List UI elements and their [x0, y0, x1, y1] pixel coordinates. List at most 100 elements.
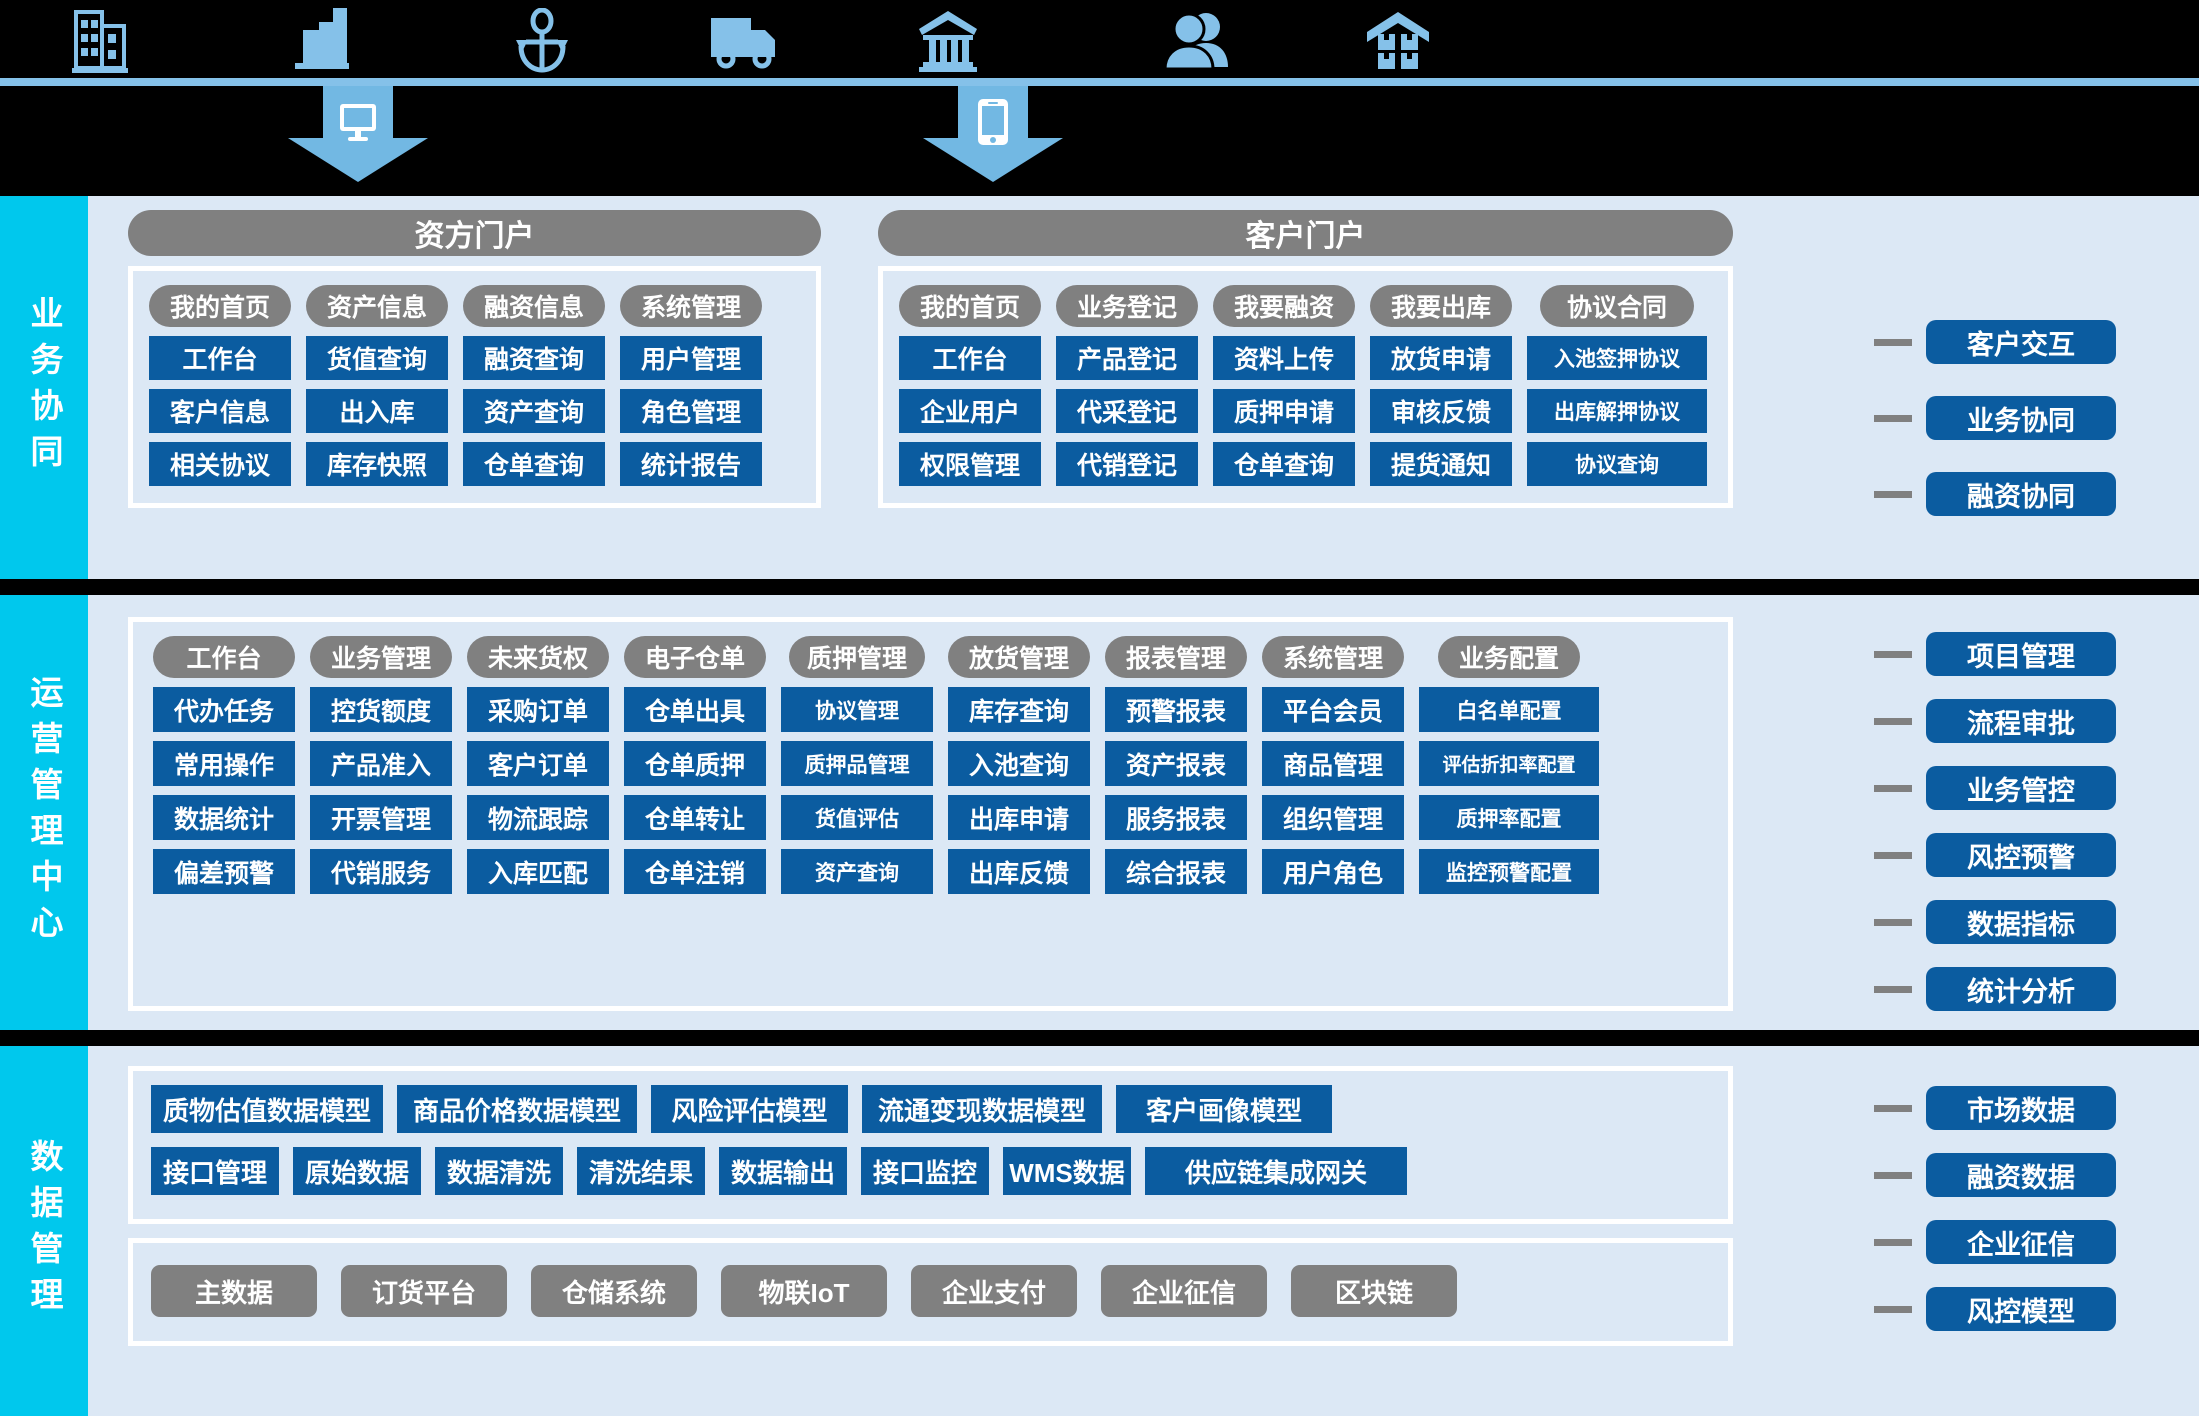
rail-item-process-approval[interactable]: 流程审批 — [1874, 699, 2116, 743]
rail-label[interactable]: 业务管控 — [1926, 766, 2116, 810]
rail-item-data-indicators[interactable]: 数据指标 — [1874, 900, 2116, 944]
column-head[interactable]: 融资信息 — [463, 285, 605, 327]
tile-item[interactable]: 监控预警配置 — [1419, 849, 1599, 894]
tile-item[interactable]: 代办任务 — [153, 687, 295, 732]
tile-item[interactable]: 资料上传 — [1213, 336, 1355, 380]
rail-label[interactable]: 统计分析 — [1926, 967, 2116, 1011]
tile-item[interactable]: 货值查询 — [306, 336, 448, 380]
tile-item[interactable]: 代采登记 — [1056, 389, 1198, 433]
rail-item-business-control[interactable]: 业务管控 — [1874, 766, 2116, 810]
column-head[interactable]: 系统管理 — [1262, 636, 1404, 678]
tile-item[interactable]: 角色管理 — [620, 389, 762, 433]
data-model-tile[interactable]: 商品价格数据模型 — [397, 1085, 637, 1133]
column-head[interactable]: 报表管理 — [1105, 636, 1247, 678]
tile-item[interactable]: 综合报表 — [1105, 849, 1247, 894]
column-head[interactable]: 资产信息 — [306, 285, 448, 327]
rail-label[interactable]: 融资协同 — [1926, 472, 2116, 516]
tile-item[interactable]: 产品登记 — [1056, 336, 1198, 380]
data-model-tile[interactable]: 质物估值数据模型 — [151, 1085, 383, 1133]
tile-item[interactable]: 入池签押协议 — [1527, 336, 1707, 380]
tile-item[interactable]: 仓单质押 — [624, 741, 766, 786]
tile-item[interactable]: 工作台 — [899, 336, 1041, 380]
rail-item-enterprise-credit[interactable]: 企业征信 — [1874, 1220, 2116, 1264]
tile-item[interactable]: 库存查询 — [948, 687, 1090, 732]
tile-item[interactable]: 代销服务 — [310, 849, 452, 894]
rail-item-customer-interaction[interactable]: 客户交互 — [1874, 320, 2116, 364]
tile-item[interactable]: 控货额度 — [310, 687, 452, 732]
column-head[interactable]: 我的首页 — [149, 285, 291, 327]
tile-item[interactable]: 采购订单 — [467, 687, 609, 732]
tile-item[interactable]: 仓单查询 — [463, 442, 605, 486]
rail-label[interactable]: 风控模型 — [1926, 1287, 2116, 1331]
tile-item[interactable]: 放货申请 — [1370, 336, 1512, 380]
rail-item-business-collaboration[interactable]: 业务协同 — [1874, 396, 2116, 440]
column-head[interactable]: 业务管理 — [310, 636, 452, 678]
pipeline-tile[interactable]: 数据输出 — [719, 1147, 847, 1195]
source-system-pill[interactable]: 物联IoT — [721, 1265, 887, 1317]
column-head[interactable]: 放货管理 — [948, 636, 1090, 678]
source-system-pill[interactable]: 区块链 — [1291, 1265, 1457, 1317]
rail-item-financing-collaboration[interactable]: 融资协同 — [1874, 472, 2116, 516]
tile-item[interactable]: 偏差预警 — [153, 849, 295, 894]
pipeline-tile[interactable]: 接口管理 — [151, 1147, 279, 1195]
column-head[interactable]: 业务配置 — [1438, 636, 1580, 678]
column-head[interactable]: 未来货权 — [467, 636, 609, 678]
pipeline-tile[interactable]: 供应链集成网关 — [1145, 1147, 1407, 1195]
tile-item[interactable]: 权限管理 — [899, 442, 1041, 486]
tile-item[interactable]: 资产查询 — [781, 849, 933, 894]
column-head[interactable]: 业务登记 — [1056, 285, 1198, 327]
rail-item-financing-data[interactable]: 融资数据 — [1874, 1153, 2116, 1197]
data-model-tile[interactable]: 客户画像模型 — [1116, 1085, 1332, 1133]
rail-label[interactable]: 风控预警 — [1926, 833, 2116, 877]
tile-item[interactable]: 常用操作 — [153, 741, 295, 786]
tile-item[interactable]: 出入库 — [306, 389, 448, 433]
source-system-pill[interactable]: 订货平台 — [341, 1265, 507, 1317]
tile-item[interactable]: 服务报表 — [1105, 795, 1247, 840]
rail-item-project-management[interactable]: 项目管理 — [1874, 632, 2116, 676]
tile-item[interactable]: 商品管理 — [1262, 741, 1404, 786]
tile-item[interactable]: 代销登记 — [1056, 442, 1198, 486]
tile-item[interactable]: 工作台 — [149, 336, 291, 380]
rail-label[interactable]: 项目管理 — [1926, 632, 2116, 676]
pipeline-tile[interactable]: 原始数据 — [293, 1147, 421, 1195]
tile-item[interactable]: 协议查询 — [1527, 442, 1707, 486]
tile-item[interactable]: 出库申请 — [948, 795, 1090, 840]
tile-item[interactable]: 库存快照 — [306, 442, 448, 486]
tile-item[interactable]: 产品准入 — [310, 741, 452, 786]
rail-item-statistical-analysis[interactable]: 统计分析 — [1874, 967, 2116, 1011]
tile-item[interactable]: 组织管理 — [1262, 795, 1404, 840]
tile-item[interactable]: 客户订单 — [467, 741, 609, 786]
tile-item[interactable]: 质押申请 — [1213, 389, 1355, 433]
tile-item[interactable]: 质押率配置 — [1419, 795, 1599, 840]
source-system-pill[interactable]: 企业征信 — [1101, 1265, 1267, 1317]
tile-item[interactable]: 数据统计 — [153, 795, 295, 840]
data-model-tile[interactable]: 流通变现数据模型 — [862, 1085, 1102, 1133]
tile-item[interactable]: 相关协议 — [149, 442, 291, 486]
tile-item[interactable]: 融资查询 — [463, 336, 605, 380]
rail-label[interactable]: 客户交互 — [1926, 320, 2116, 364]
funder-portal-title[interactable]: 资方门户 — [128, 210, 821, 256]
source-system-pill[interactable]: 主数据 — [151, 1265, 317, 1317]
source-system-pill[interactable]: 仓储系统 — [531, 1265, 697, 1317]
tile-item[interactable]: 审核反馈 — [1370, 389, 1512, 433]
tile-item[interactable]: 出库反馈 — [948, 849, 1090, 894]
rail-item-risk-control-model[interactable]: 风控模型 — [1874, 1287, 2116, 1331]
column-head[interactable]: 我要出库 — [1370, 285, 1512, 327]
tile-item[interactable]: 入库匹配 — [467, 849, 609, 894]
rail-item-market-data[interactable]: 市场数据 — [1874, 1086, 2116, 1130]
rail-label[interactable]: 融资数据 — [1926, 1153, 2116, 1197]
pipeline-tile[interactable]: 清洗结果 — [577, 1147, 705, 1195]
tile-item[interactable]: 客户信息 — [149, 389, 291, 433]
tile-item[interactable]: 仓单转让 — [624, 795, 766, 840]
data-model-tile[interactable]: 风险评估模型 — [651, 1085, 848, 1133]
tile-item[interactable]: 白名单配置 — [1419, 687, 1599, 732]
source-system-pill[interactable]: 企业支付 — [911, 1265, 1077, 1317]
tile-item[interactable]: 仓单查询 — [1213, 442, 1355, 486]
tile-item[interactable]: 平台会员 — [1262, 687, 1404, 732]
tile-item[interactable]: 仓单出具 — [624, 687, 766, 732]
column-head[interactable]: 系统管理 — [620, 285, 762, 327]
rail-label[interactable]: 流程审批 — [1926, 699, 2116, 743]
column-head[interactable]: 我要融资 — [1213, 285, 1355, 327]
tile-item[interactable]: 开票管理 — [310, 795, 452, 840]
tile-item[interactable]: 资产报表 — [1105, 741, 1247, 786]
